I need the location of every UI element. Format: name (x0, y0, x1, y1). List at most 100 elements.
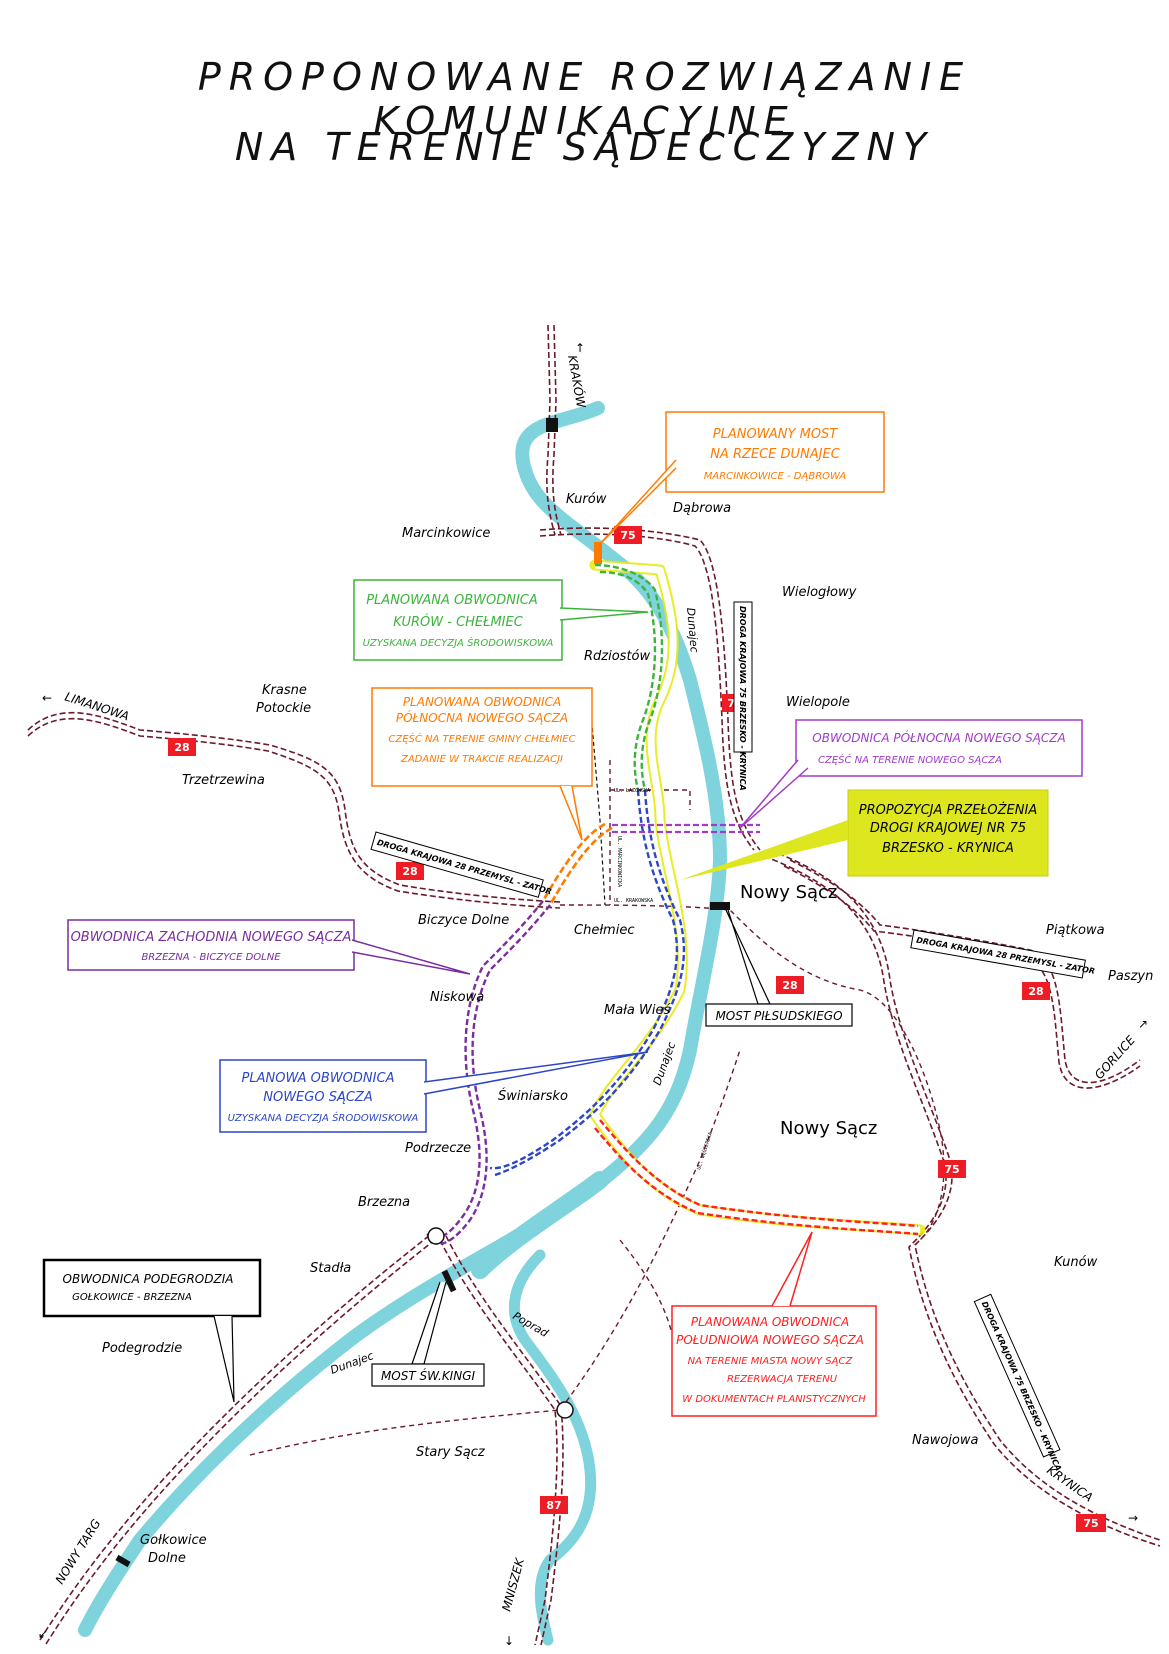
badge-28-center: 28 (396, 862, 424, 880)
callout-kurow-bypass: PLANOWANA OBWODNICA KURÓW - CHEŁMIEC UZY… (353, 579, 649, 661)
svg-text:ZADANIE W TRAKCIE REALIZACJI: ZADANIE W TRAKCIE REALIZACJI (400, 754, 563, 765)
place-niskowa: Niskowa (430, 990, 484, 1005)
svg-text:PLANOWANA OBWODNICA: PLANOWANA OBWODNICA (403, 695, 561, 709)
callout-west-bypass: OBWODNICA ZACHODNIA NOWEGO SĄCZA BRZEZNA… (67, 919, 471, 975)
svg-text:OBWODNICA PÓŁNOCNA NOWEGO SĄCZ: OBWODNICA PÓŁNOCNA NOWEGO SĄCZA (812, 730, 1065, 745)
road-nowy-targ (39, 1234, 437, 1645)
badge-28-east: 28 (1022, 982, 1050, 1000)
dunajec-river (78, 401, 727, 1637)
road-sign-dk75-vertical: DROGA KRAJOWA 75 BRZESKO - KRYNICA (733, 601, 753, 791)
svg-text:NOWEGO SĄCZA: NOWEGO SĄCZA (263, 1090, 372, 1105)
svg-text:KRAKÓW: KRAKÓW (565, 354, 589, 410)
badge-75-krynica: 75 (1076, 1514, 1106, 1532)
direction-krakow: KRAKÓW (565, 354, 589, 410)
svg-text:MOST PIŁSUDSKIEGO: MOST PIŁSUDSKIEGO (715, 1009, 842, 1023)
svg-text:MOST ŚW.KINGI: MOST ŚW.KINGI (381, 1368, 476, 1383)
direction-gorlice: GORLICE (1092, 1033, 1138, 1082)
badge-87: 87 (540, 1496, 568, 1514)
place-nowy-sacz-south: Nowy Sącz (780, 1118, 877, 1139)
place-krasne: Krasne (262, 683, 307, 698)
badge-28-city: 28 (776, 976, 804, 994)
callout-kinga-bridge: MOST ŚW.KINGI (371, 1281, 485, 1387)
svg-text:PLANOWANA OBWODNICA: PLANOWANA OBWODNICA (366, 593, 538, 608)
direction-mniszek: MNISZEK (499, 1556, 527, 1613)
place-swiniarsko: Świniarsko (498, 1088, 568, 1104)
krakow-bridge-marker (546, 418, 558, 432)
callout-north-bypass-city: OBWODNICA PÓŁNOCNA NOWEGO SĄCZA CZĘŚĆ NA… (739, 719, 1083, 829)
place-trzetrzewina: Trzetrzewina (182, 773, 265, 788)
west-bypass-purple (426, 900, 551, 1246)
mniszek-arrow: ↓ (504, 1634, 514, 1648)
svg-text:PLANOWANY MOST: PLANOWANY MOST (713, 427, 839, 442)
callout-dk75-proposal: PROPOZYCJA PRZEŁOŻENIA DROGI KRAJOWEJ NR… (680, 789, 1049, 880)
direction-nowy-targ: NOWY TARG (53, 1517, 104, 1587)
place-wielopole: Wielopole (786, 695, 850, 710)
place-chelmiec: Chełmiec (574, 923, 634, 938)
svg-text:POŁUDNIOWA NOWEGO SĄCZA: POŁUDNIOWA NOWEGO SĄCZA (676, 1333, 864, 1347)
direction-krynica: KRYNICA (1044, 1463, 1095, 1505)
svg-text:OBWODNICA ZACHODNIA NOWEGO SĄC: OBWODNICA ZACHODNIA NOWEGO SĄCZA (71, 930, 352, 945)
north-bypass-purple (612, 823, 760, 834)
stary-sacz-roundabout (556, 1401, 574, 1419)
badge-28-west: 28 (168, 738, 196, 756)
svg-text:MARCINKOWICE - DĄBROWA: MARCINKOWICE - DĄBROWA (704, 471, 847, 482)
river-label-dunajec-1: Dunajec (684, 607, 701, 653)
place-stary-sacz: Stary Sącz (416, 1445, 486, 1460)
krynica-arrow: → (1128, 1511, 1138, 1525)
callout-planned-bridge: PLANOWANY MOST NA RZECE DUNAJEC MARCINKO… (599, 411, 885, 545)
svg-text:Dunajec: Dunajec (684, 607, 701, 653)
svg-text:28: 28 (174, 741, 189, 754)
svg-text:KRYNICA: KRYNICA (1044, 1463, 1095, 1505)
svg-text:UL. WĘGIERSKA: UL. WĘGIERSKA (696, 1132, 714, 1171)
limanowa-arrow: ← (42, 691, 52, 705)
svg-text:NA TERENIE MIASTA NOWY SĄCZ: NA TERENIE MIASTA NOWY SĄCZ (688, 1356, 854, 1367)
svg-text:28: 28 (402, 865, 417, 878)
svg-text:W DOKUMENTACH PLANISTYCZNYCH: W DOKUMENTACH PLANISTYCZNYCH (682, 1394, 866, 1405)
svg-text:CZĘŚĆ NA TERENIE GMINY CHEŁMIE: CZĘŚĆ NA TERENIE GMINY CHEŁMIEC (388, 732, 575, 745)
kinga-bridge-marker (441, 1269, 457, 1293)
place-biczyce: Biczyce Dolne (418, 913, 509, 928)
road-dk75-south (763, 849, 1161, 1547)
svg-text:DROGI KRAJOWEJ NR 75: DROGI KRAJOWEJ NR 75 (870, 821, 1026, 836)
svg-text:87: 87 (546, 1499, 561, 1512)
callout-pilsudski-bridge: MOST PIŁSUDSKIEGO (705, 909, 853, 1027)
svg-text:UL. MARCINKOWICKA: UL. MARCINKOWICKA (616, 836, 622, 887)
place-dabrowa: Dąbrowa (673, 501, 731, 516)
poprad-river (508, 1249, 597, 1646)
place-nawojowa: Nawojowa (912, 1433, 978, 1448)
road-local (249, 699, 741, 1456)
svg-text:OBWODNICA PODEGRODZIA: OBWODNICA PODEGRODZIA (63, 1272, 234, 1286)
svg-text:KURÓW - CHEŁMIEC: KURÓW - CHEŁMIEC (393, 614, 524, 630)
road-dk87 (439, 1235, 564, 1646)
place-kunow: Kunów (1054, 1255, 1098, 1270)
place-podegrodzie: Podegrodzie (102, 1341, 182, 1356)
planned-bridge-marker (594, 542, 602, 564)
callout-north-bypass-gmina: PLANOWANA OBWODNICA PÓŁNOCNA NOWEGO SĄCZ… (371, 687, 593, 841)
badge-75-se: 75 (938, 1160, 966, 1178)
svg-text:PÓŁNOCNA NOWEGO SĄCZA: PÓŁNOCNA NOWEGO SĄCZA (396, 710, 568, 725)
place-golkowice-dolne: Dolne (148, 1551, 186, 1566)
svg-text:CZĘŚĆ NA TERENIE NOWEGO SĄCZA: CZĘŚĆ NA TERENIE NOWEGO SĄCZA (818, 753, 1002, 766)
title-line-2: NA TERENIE SĄDECCZYZNY (234, 125, 935, 169)
svg-text:UZYSKANA DECYZJA ŚRODOWISKOWA: UZYSKANA DECYZJA ŚRODOWISKOWA (363, 636, 554, 649)
svg-text:28: 28 (1028, 985, 1043, 998)
street-label-4: UL. WĘGIERSKA (696, 1132, 714, 1171)
place-wielogtowy: Wielogłowy (782, 585, 857, 600)
svg-text:GORLICE: GORLICE (1092, 1033, 1138, 1082)
place-golkowice: Gołkowice (140, 1533, 207, 1548)
place-podrzecze: Podrzecze (405, 1141, 471, 1156)
svg-text:MNISZEK: MNISZEK (499, 1556, 527, 1613)
south-bypass-red (594, 1119, 919, 1236)
svg-text:PLANOWA OBWODNICA: PLANOWA OBWODNICA (242, 1071, 395, 1086)
place-marcinkowice: Marcinkowice (402, 526, 490, 541)
place-piatkowa: Piątkowa (1046, 923, 1105, 938)
gorlice-arrow: ↗ (1138, 1017, 1148, 1031)
svg-text:28: 28 (782, 979, 797, 992)
north-bypass-orange (541, 822, 613, 906)
svg-text:BRZEZNA - BICZYCE DOLNE: BRZEZNA - BICZYCE DOLNE (141, 952, 281, 963)
svg-text:75: 75 (1083, 1517, 1098, 1530)
svg-text:PROPOZYCJA PRZEŁOŻENIA: PROPOZYCJA PRZEŁOŻENIA (859, 802, 1037, 818)
callout-south-bypass: PLANOWANA OBWODNICA POŁUDNIOWA NOWEGO SĄ… (671, 1231, 877, 1417)
road-sign-dk75-se: DROGA KRAJOWA 75 BRZESKO - KRYNICA (973, 1293, 1063, 1472)
